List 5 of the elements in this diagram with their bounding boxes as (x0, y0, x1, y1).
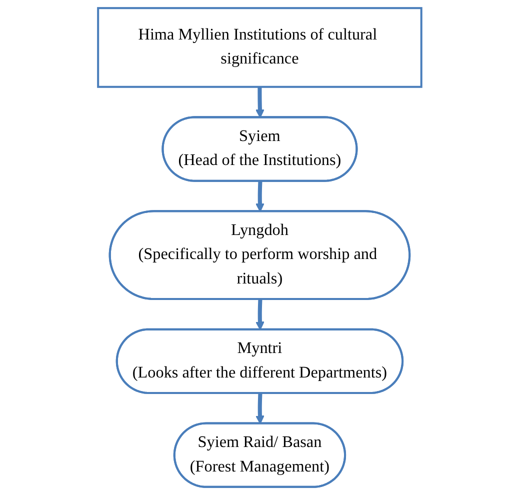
arrow (256, 393, 265, 424)
arrow (256, 86, 265, 118)
arrow (256, 299, 265, 330)
node-box: Hima Myllien Institutions of cultural significance (97, 7, 423, 88)
arrow (256, 181, 265, 212)
